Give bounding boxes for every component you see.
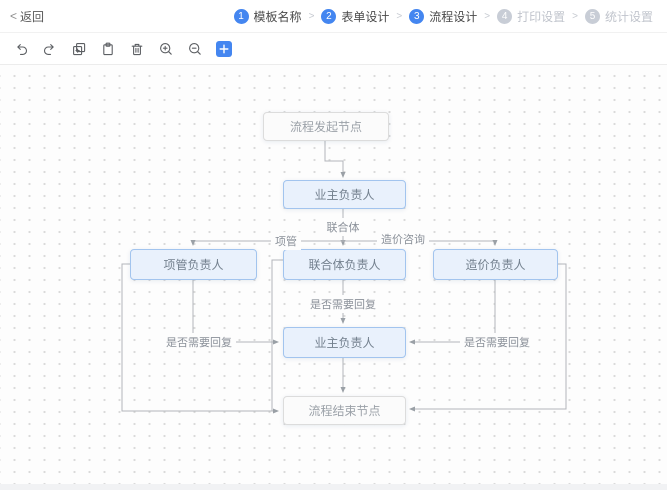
copy-icon	[72, 42, 86, 56]
back-chevron-icon: <	[10, 9, 18, 23]
flow-node-owner-2[interactable]: 业主负责人	[283, 327, 406, 358]
flow-node-cost[interactable]: 造价负责人	[433, 249, 558, 280]
topbar: < 返回 1 模板名称 >2 表单设计 >3 流程设计 >4 打印设置 >5 统计设置	[0, 0, 667, 33]
step-4[interactable]: 4 打印设置	[497, 8, 565, 25]
node-label: 项管负责人	[163, 258, 224, 272]
add-node-icon	[219, 44, 229, 54]
step-label: 表单设计	[341, 9, 390, 24]
flow-node-end[interactable]: 流程结束节点	[283, 396, 406, 425]
flow-edge	[409, 263, 567, 412]
undo-icon	[14, 42, 28, 56]
step-separator-icon: >	[572, 10, 578, 22]
stepper: 1 模板名称 >2 表单设计 >3 流程设计 >4 打印设置 >5 统计设置	[233, 8, 657, 25]
flow-node-consortium[interactable]: 联合体负责人	[283, 249, 406, 280]
edge-label: 联合体	[322, 218, 364, 236]
node-label: 造价负责人	[465, 258, 526, 272]
step-label: 统计设置	[604, 9, 653, 24]
node-label: 流程结束节点	[308, 404, 381, 418]
flow-node-start[interactable]: 流程发起节点	[263, 112, 389, 141]
delete-button[interactable]	[129, 41, 145, 57]
step-1[interactable]: 1 模板名称	[233, 8, 302, 25]
edge-label: 造价咨询	[377, 230, 429, 248]
edge-label: 是否需要回复	[162, 333, 236, 351]
redo-icon	[43, 42, 57, 56]
paste-icon	[101, 42, 115, 56]
step-number-badge: 5	[584, 8, 600, 24]
flow-edge	[121, 263, 279, 414]
edge-label: 是否需要回复	[306, 295, 380, 313]
node-label: 联合体负责人	[308, 258, 381, 272]
flow-canvas[interactable]: 流程发起节点业主负责人项管负责人联合体负责人造价负责人业主负责人流程结束节点联合…	[0, 65, 667, 490]
step-separator-icon: >	[308, 10, 315, 22]
node-label: 流程发起节点	[289, 120, 362, 134]
step-label: 流程设计	[429, 9, 478, 24]
step-number-badge: 2	[321, 8, 337, 24]
flow-edge	[324, 141, 346, 178]
flow-edge	[271, 259, 283, 411]
step-number-badge: 1	[233, 8, 249, 24]
step-number-badge: 4	[497, 8, 513, 24]
zoom-out-button[interactable]	[187, 41, 203, 57]
redo-button[interactable]	[42, 41, 58, 57]
step-3[interactable]: 3 流程设计	[409, 8, 477, 25]
step-2[interactable]: 2 表单设计	[321, 8, 389, 25]
back-button[interactable]: < 返回	[10, 8, 44, 25]
edge-label: 是否需要回复	[460, 333, 534, 351]
flow-node-pm[interactable]: 项管负责人	[130, 249, 257, 280]
copy-button[interactable]	[71, 41, 87, 57]
horizontal-scrollbar[interactable]	[0, 484, 667, 490]
step-number-badge: 3	[409, 8, 425, 24]
add-node-button[interactable]	[216, 40, 232, 57]
back-label: 返回	[20, 9, 45, 24]
step-label: 打印设置	[517, 9, 566, 24]
step-label: 模板名称	[253, 9, 302, 24]
flow-node-owner-1[interactable]: 业主负责人	[283, 180, 406, 209]
step-separator-icon: >	[396, 10, 403, 22]
step-5[interactable]: 5 统计设置	[584, 8, 653, 25]
zoom-out-icon	[188, 42, 202, 56]
node-label: 业主负责人	[314, 336, 375, 350]
step-separator-icon: >	[484, 10, 491, 22]
zoom-in-button[interactable]	[158, 41, 174, 57]
flow-edge	[190, 240, 343, 246]
delete-icon	[130, 42, 144, 56]
undo-button[interactable]	[13, 41, 29, 57]
toolbar	[0, 33, 667, 65]
node-label: 业主负责人	[314, 188, 375, 202]
edge-label: 项管	[271, 232, 301, 250]
zoom-in-icon	[159, 42, 173, 56]
paste-button[interactable]	[100, 41, 116, 57]
